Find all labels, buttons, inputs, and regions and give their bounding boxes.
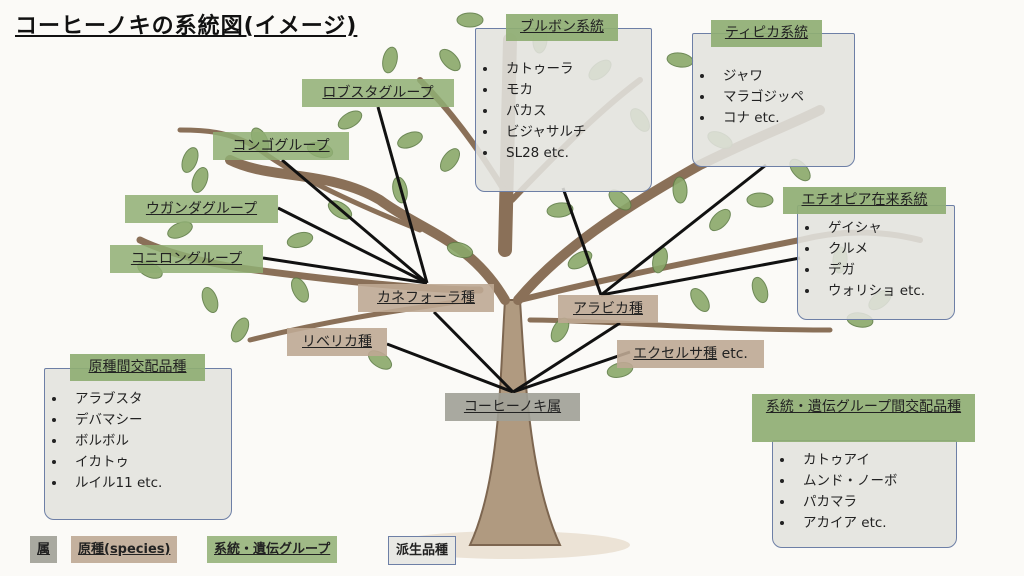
leaf — [286, 231, 314, 249]
ethiopia-list: ゲイシャ クルメ デガ ウォリショ etc. — [798, 218, 954, 302]
legend-derived: 派生品種 — [388, 536, 457, 565]
list-item: マラゴジッペ — [715, 87, 854, 108]
legend-genus: 属 — [30, 536, 58, 563]
list-item: カトゥアイ — [795, 450, 956, 471]
leaf — [456, 12, 484, 28]
list-item: コナ etc. — [715, 108, 854, 129]
list-item: ジャワ — [715, 66, 854, 87]
panel-intergroup: カトゥアイ ムンド・ノーボ パカマラ アカイア etc. — [772, 440, 957, 548]
genus-coffea: コーヒーノキ属 — [445, 393, 580, 421]
list-item: デガ — [820, 260, 954, 281]
leaf — [446, 241, 474, 259]
intergroup-list: カトゥアイ ムンド・ノーボ パカマラ アカイア etc. — [773, 450, 956, 534]
panel-interspecies: アラブスタ デバマシー ボルボル イカトゥ ルイル11 etc. — [44, 368, 232, 520]
list-item: ルイル11 etc. — [67, 473, 231, 494]
list-item: クルメ — [820, 239, 954, 260]
excelsa-label: エクセルサ種 — [633, 346, 718, 362]
leaf — [201, 286, 219, 314]
list-item: SL28 etc. — [498, 143, 651, 164]
list-item: デバマシー — [67, 410, 231, 431]
leaf — [672, 176, 688, 204]
list-item: パカマラ — [795, 492, 956, 513]
legend-group: 系統・遺伝グループ — [207, 536, 338, 563]
panel-bourbon: カトゥーラ モカ パカス ビジャサルチ SL28 etc. — [475, 28, 652, 192]
list-item: ウォリショ etc. — [820, 281, 954, 302]
interspecies-list: アラブスタ デバマシー ボルボル イカトゥ ルイル11 etc. — [45, 389, 231, 494]
list-item: カトゥーラ — [498, 59, 651, 80]
list-item: アラブスタ — [67, 389, 231, 410]
leaf — [751, 276, 769, 304]
list-item: ゲイシャ — [820, 218, 954, 239]
list-item: ビジャサルチ — [498, 122, 651, 143]
list-item: ボルボル — [67, 431, 231, 452]
interspecies-title: 原種間交配品種 — [70, 354, 205, 381]
leaf — [439, 48, 461, 72]
list-item: モカ — [498, 80, 651, 101]
bourbon-list: カトゥーラ モカ パカス ビジャサルチ SL28 etc. — [476, 59, 651, 164]
leaf — [690, 288, 710, 312]
excelsa-etc: etc. — [717, 346, 748, 362]
leaf — [181, 147, 199, 173]
leaf — [191, 167, 209, 193]
bourbon-title: ブルボン系統 — [506, 14, 618, 41]
leaf — [167, 221, 193, 239]
species-liberica: リベリカ種 — [287, 328, 387, 356]
intergroup-title: 系統・遺伝グループ間交配品種 — [752, 394, 975, 442]
connector-lines — [262, 106, 801, 394]
group-conilon: コニロングループ — [110, 245, 263, 273]
leaf — [546, 202, 574, 218]
leaf — [439, 148, 461, 172]
leaf — [397, 131, 423, 149]
list-item: アカイア etc. — [795, 513, 956, 534]
species-arabica: アラビカ種 — [558, 295, 658, 323]
typica-list: ジャワ マラゴジッペ コナ etc. — [693, 66, 854, 129]
page-title: コーヒーノキの系統図(イメージ) — [15, 14, 358, 39]
ethiopia-title: エチオピア在来系統 — [783, 187, 946, 214]
legend-species: 原種(species) — [71, 536, 178, 563]
list-item: イカトゥ — [67, 452, 231, 473]
leaf — [666, 52, 694, 68]
leaf — [382, 46, 398, 74]
group-robusta: ロブスタグループ — [302, 79, 454, 107]
species-canephora: カネフォーラ種 — [358, 284, 494, 312]
leaf — [746, 192, 774, 208]
species-excelsa: エクセルサ種 etc. — [617, 340, 764, 368]
leaf — [337, 110, 363, 130]
panel-typica: ジャワ マラゴジッペ コナ etc. — [692, 33, 855, 167]
typica-title: ティピカ系統 — [711, 20, 822, 47]
panel-ethiopia: ゲイシャ クルメ デガ ウォリショ etc. — [797, 205, 955, 320]
list-item: ムンド・ノーボ — [795, 471, 956, 492]
leaf — [709, 208, 731, 232]
group-congo: コンゴグループ — [213, 132, 349, 160]
group-uganda: ウガンダグループ — [125, 195, 278, 223]
leaf — [230, 317, 250, 343]
leaf — [291, 277, 309, 303]
list-item: パカス — [498, 101, 651, 122]
